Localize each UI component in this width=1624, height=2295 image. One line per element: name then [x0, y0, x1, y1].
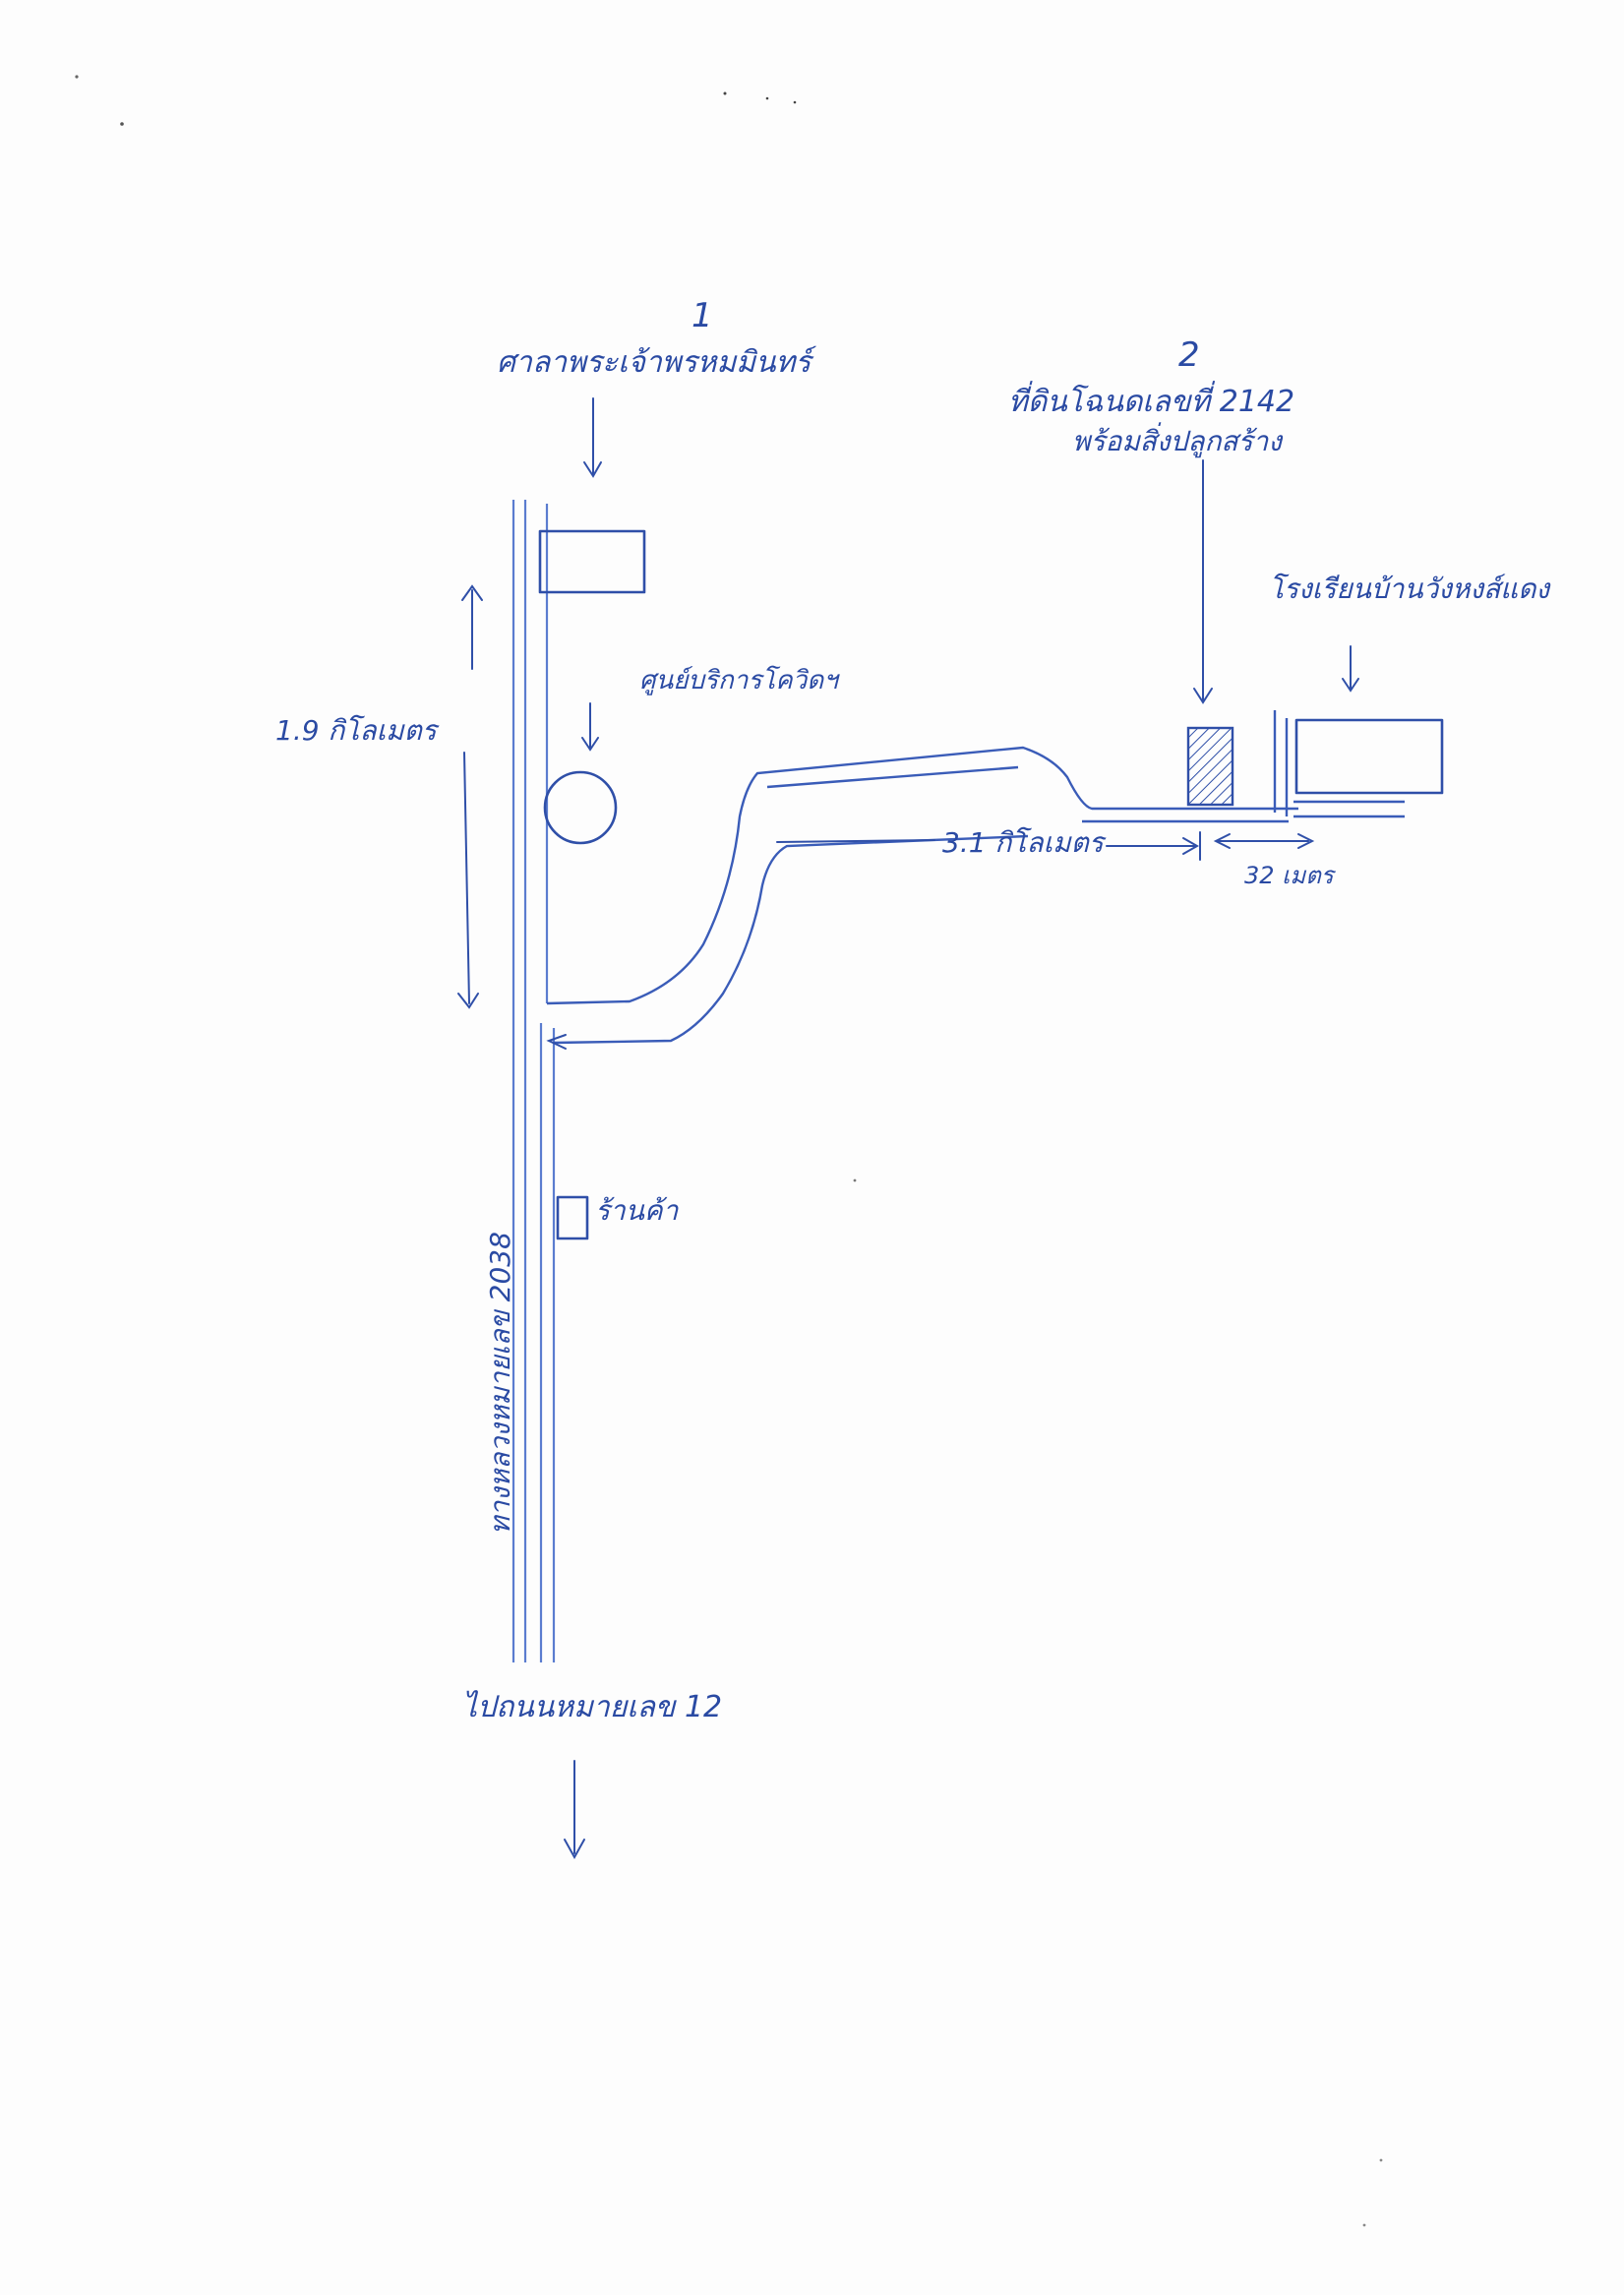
label-mark-2: 2	[1178, 335, 1200, 375]
label-distance-short: 32 เมตร	[1244, 862, 1337, 889]
health-center-symbol	[543, 770, 618, 845]
access-road	[546, 710, 1405, 1045]
label-shop: ร้านค้า	[595, 1194, 680, 1227]
highway-2038	[511, 500, 556, 1662]
label-highway: ทางหลวงหมายเลข 2038	[484, 1232, 516, 1535]
label-parcel-title: ที่ดินโฉนดเลขที่ 2142	[1008, 381, 1294, 419]
school-building	[1294, 718, 1444, 795]
label-top-left-place: ศาลาพระเจ้าพรหมมินทร์	[497, 345, 816, 380]
label-health-center: ศูนย์บริการโควิดฯ	[639, 665, 840, 695]
land-parcel-2142	[1186, 726, 1234, 807]
label-mark-1: 1	[692, 296, 713, 335]
label-distance-road: 3.1 กิโลเมตร	[942, 826, 1107, 859]
shop-symbol	[556, 1195, 589, 1240]
label-parcel-subtitle: พร้อมสิ่งปลูกสร้าง	[1072, 422, 1284, 458]
label-school: โรงเรียนบ้านวังหงส์แดง	[1269, 573, 1551, 605]
arrow-icons	[457, 397, 1359, 1860]
label-distance-left: 1.9 กิโลเมตร	[275, 714, 440, 747]
label-bottom-destination: ไปถนนหมายเลข 12	[462, 1690, 722, 1724]
building-top-left	[538, 529, 646, 594]
